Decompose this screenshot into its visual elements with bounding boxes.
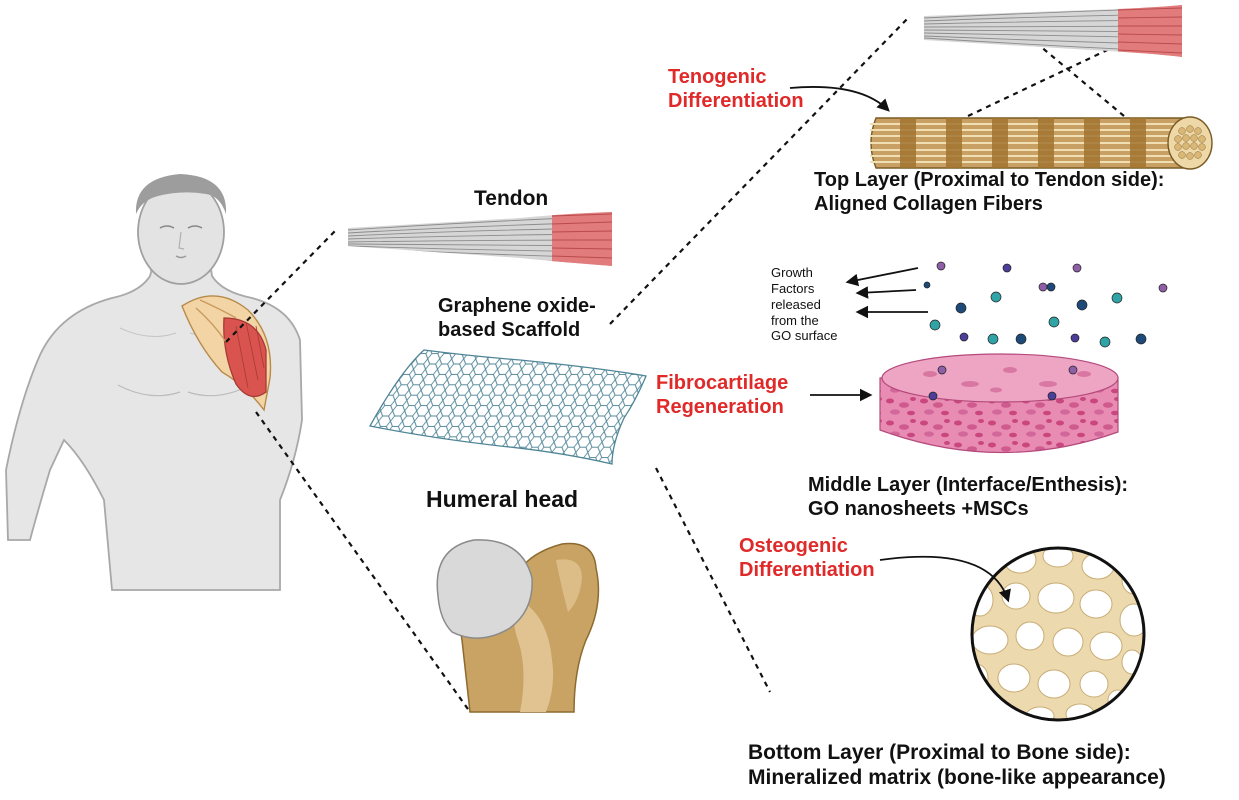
osteogenic-label-line1: Osteogenic: [739, 534, 875, 558]
middle-layer-line2: GO nanosheets +MSCs: [808, 497, 1128, 521]
osteogenic-label-line2: Differentiation: [739, 558, 875, 582]
collagen-fiber-icon: [870, 117, 1212, 169]
tendon-label: Tendon: [474, 186, 548, 211]
tenogenic-label: Tenogenic Differentiation: [668, 65, 804, 113]
top-layer-line2: Aligned Collagen Fibers: [814, 192, 1164, 216]
bottom-layer-line1: Bottom Layer (Proximal to Bone side):: [748, 740, 1166, 765]
bone-matrix-icon: [964, 545, 1148, 725]
humerus-icon: [437, 540, 598, 712]
scaffold-label-line1: Graphene oxide-: [438, 294, 596, 318]
fibrocartilage-disc-icon: [880, 354, 1118, 453]
tendon-icon: [340, 205, 622, 275]
growth-factors-line1: Growth: [771, 265, 837, 281]
top-layer-line1: Top Layer (Proximal to Tendon side):: [814, 168, 1164, 192]
growth-factors-line5: GO surface: [771, 328, 837, 344]
top-layer-label: Top Layer (Proximal to Tendon side): Ali…: [814, 168, 1164, 216]
osteogenic-label: Osteogenic Differentiation: [739, 534, 875, 582]
fibrocartilage-label-line1: Fibrocartilage: [656, 371, 788, 395]
growth-factors-label: Growth Factors released from the GO surf…: [771, 265, 837, 344]
tenogenic-label-line1: Tenogenic: [668, 65, 804, 89]
bottom-layer-label: Bottom Layer (Proximal to Bone side): Mi…: [748, 740, 1166, 790]
growth-factors-line3: released: [771, 297, 837, 313]
growth-factors-line4: from the: [771, 313, 837, 329]
growth-factors-line2: Factors: [771, 281, 837, 297]
humeral-head-label: Humeral head: [426, 486, 578, 514]
tenogenic-label-line2: Differentiation: [668, 89, 804, 113]
scaffold-label-line2: based Scaffold: [438, 318, 596, 342]
middle-layer-label: Middle Layer (Interface/Enthesis): GO na…: [808, 473, 1128, 521]
tendon-top-icon: [918, 0, 1188, 62]
fibrocartilage-label-line2: Regeneration: [656, 395, 788, 419]
middle-layer-line1: Middle Layer (Interface/Enthesis):: [808, 473, 1128, 497]
bottom-layer-line2: Mineralized matrix (bone-like appearance…: [748, 765, 1166, 790]
scaffold-label: Graphene oxide- based Scaffold: [438, 294, 596, 342]
human-torso-icon: [6, 174, 302, 590]
fibrocartilage-label: Fibrocartilage Regeneration: [656, 371, 788, 419]
graphene-sheet-icon: [370, 350, 646, 464]
